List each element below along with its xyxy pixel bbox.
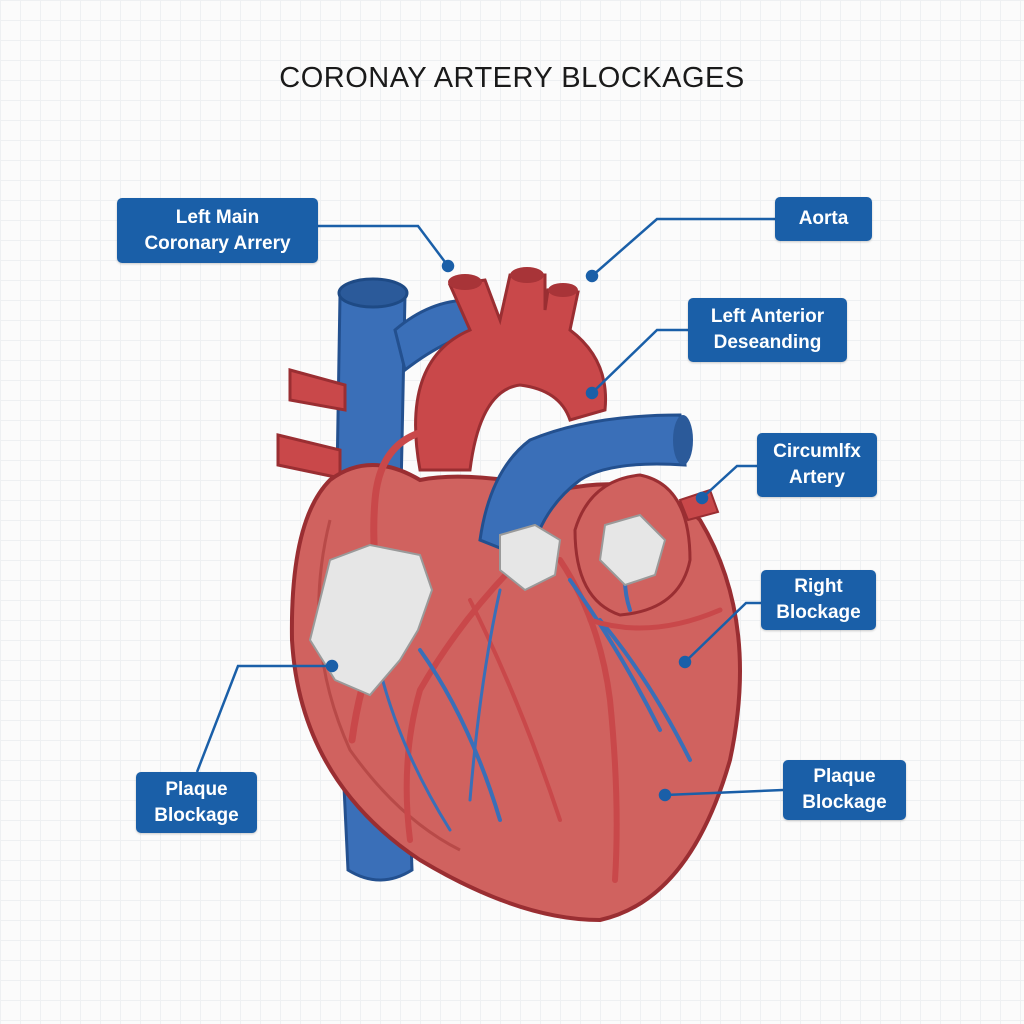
label-line: Deseanding	[713, 332, 822, 353]
label-line: Left Anterior	[710, 306, 825, 327]
label-line: Left Main	[175, 206, 260, 228]
label-line: Circumlfx	[773, 441, 861, 462]
aorta-arch	[276, 267, 608, 480]
diagram-title: CORONAY ARTERY BLOCKAGES	[279, 62, 745, 94]
label-line: Plaque	[813, 766, 876, 787]
label-line: Aorta	[798, 208, 849, 229]
label-line: Plaque	[165, 778, 228, 800]
label-line: Blockage	[802, 792, 887, 813]
pulmonary-trunk	[478, 413, 687, 563]
label-aorta: Aorta	[775, 197, 872, 241]
label-line: Blockage	[776, 602, 861, 623]
label-line: Blockage	[154, 804, 239, 826]
label-line: Coronary Arrery	[144, 232, 291, 254]
plaque-deposits	[308, 513, 667, 697]
label-line: Artery	[789, 467, 845, 488]
label-line: Right	[794, 576, 843, 597]
